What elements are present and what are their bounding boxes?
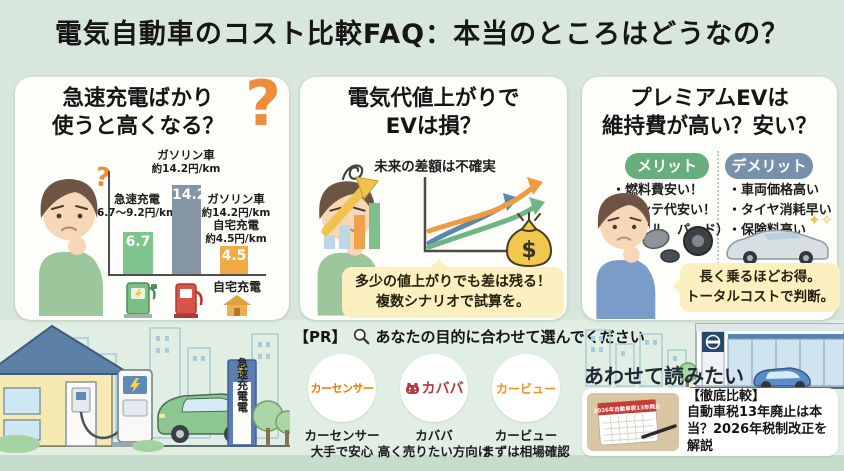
pr-service-carsensor: カーセンサー カーセンサー 大手で安心 <box>296 354 388 461</box>
panel2-title-line1: 電気代値上がりで <box>347 86 520 111</box>
dollar-sign: $ <box>521 238 536 263</box>
panel3-title: プレミアムEVは 維持費が高い？安い？ <box>582 85 837 140</box>
home-charge-footer-label: 自宅充電 <box>212 280 261 294</box>
pr-service-carview: カービュー カービュー まずは相場確認 <box>480 354 572 461</box>
ground-strip <box>0 455 844 471</box>
page-title: 電気自動車のコスト比較FAQ：本当のところはどうなの？ <box>54 19 790 50</box>
cababa-caption: カババ 高く売りたい方向け <box>377 428 491 460</box>
pr-headline: あなたの目的に合わせて選んでください <box>375 328 645 346</box>
demerit-list: ・車両価格高い ・タイヤ消耗早い ・保険料高い <box>728 181 834 241</box>
panel-premium-ev: プレミアムEVは 維持費が高い？安い？ メリット デメリット ・燃料費安い！ ・… <box>582 77 840 320</box>
wall-charger <box>65 381 119 447</box>
x-axis <box>108 274 266 276</box>
cost-per-km-bar-chart: ガソリン車 約14.2円/km 急速充電 6.7〜9.2円/km ガソリン車 約… <box>93 148 285 319</box>
ev-charger-icon <box>124 282 157 318</box>
panel2-title: 電気代値上がりで EVは損？ <box>300 85 567 140</box>
cababa-logo-button[interactable]: カババ <box>400 354 468 422</box>
house-illustration <box>0 324 134 447</box>
premium-ev-car-illustration <box>726 229 829 265</box>
carsensor-logo-button[interactable]: カーセンサー <box>308 354 376 422</box>
bar-gasoline: 14.2 <box>172 185 207 274</box>
confusion-squiggle-icon <box>341 164 364 181</box>
pr-tag: 【PR】 <box>294 328 347 346</box>
tree-trunk <box>686 378 689 387</box>
pr-services: カーセンサー カーセンサー 大手で安心 カ <box>290 354 578 461</box>
merit-badge: メリット <box>625 153 709 179</box>
pr-header: 【PR】 あなたの目的に合わせて選んでください <box>294 326 645 347</box>
carsensor-logo: カーセンサー <box>310 382 375 395</box>
related-section: あわせて読みたい 2026年自動車税13年廃止 <box>578 320 844 471</box>
panel1-title-line1: 急速充電ばかり <box>62 86 214 111</box>
related-article-card[interactable]: 2026年自動車税13年廃止 【徹底比較】 自動車税13年廃止は本当？202 <box>582 388 838 456</box>
sparkle-icon: ✦✧ <box>808 211 834 229</box>
panel3-advice-line1: 長く乗るほどお得。 <box>699 269 821 285</box>
demerit-badge: デメリット <box>725 153 813 179</box>
gasoline-top-label: ガソリン車 約14.2円/km <box>151 148 221 175</box>
panel3-advice-bubble: 長く乗るほどお得。 トータルコストで判断。 <box>673 263 840 313</box>
gasoline-right-label: ガソリン車 約14.2円/km <box>201 192 271 219</box>
panel3-title-line2: 維持費が高い？安い？ <box>601 113 817 139</box>
question-mark-icon: ? <box>245 67 281 140</box>
bar-home-charge: 4.5 <box>220 246 248 274</box>
rising-cost-bars-icon <box>321 176 380 249</box>
cababa-logo: カババ <box>405 378 464 398</box>
merit-item: ・燃料費安い！ <box>612 183 704 198</box>
thinking-man-blue-illustration <box>578 179 670 321</box>
pr-section: 【PR】 あなたの目的に合わせて選んでください カーセンサー カーセンサー 大手… <box>290 320 645 459</box>
article-thumbnail: 2026年自動車税13年廃止 <box>587 393 679 451</box>
demerit-item: ・タイヤ消耗早い <box>728 203 832 219</box>
merit-demerit-divider <box>717 151 719 279</box>
y-axis <box>108 171 110 274</box>
panel1-title-line2: 使うと高くなる？ <box>51 113 224 139</box>
fast-charge-sign-text: 急速充電電 <box>236 356 249 413</box>
panel-fast-charging: 急速充電ばかり 使うと高くなる？ ? ? ガソリン車 約14.2円/km 急速充… <box>15 73 289 320</box>
blue-car <box>753 367 811 390</box>
charging-station <box>112 369 158 447</box>
article-tag: 【徹底比較】 <box>687 388 766 404</box>
city-skyline-right <box>585 329 687 387</box>
dealership-scene <box>585 323 844 390</box>
panel2-advice-line1: 多少の値上がりでも差は残る！ <box>355 274 551 290</box>
search-icon <box>353 328 369 345</box>
panel3-title-line1: プレミアムEVは <box>630 86 789 111</box>
carview-caption: カービュー まずは相場確認 <box>482 428 570 460</box>
pr-service-cababa: カババ カババ 高く売りたい方向け <box>378 354 490 461</box>
article-text: 【徹底比較】 自動車税13年廃止は本当？2026年税制改正を解説 <box>679 389 833 456</box>
related-heading: あわせて読みたい <box>584 364 744 388</box>
skyline-windows-right <box>591 336 677 361</box>
carview-logo-button[interactable]: カービュー <box>492 354 560 422</box>
calendar-illustration: 2026年自動車税13年廃止 <box>593 399 677 446</box>
panel2-advice-bubble: 多少の値上がりでも差は残る！ 複数シナリオで試算を。 <box>342 259 564 318</box>
panel2-advice-line2: 複数シナリオで試算を。 <box>376 294 530 311</box>
house-icon <box>223 295 251 316</box>
money-bag-icon: $ <box>505 212 553 268</box>
home-charging-scene: 急速充電電 <box>0 320 299 455</box>
article-title: 自動車税13年廃止は本当？2026年税制改正を解説 <box>687 405 828 454</box>
brake-pads-tire-icon <box>642 226 713 263</box>
home-charge-label: 自宅充電 約4.5円/km <box>205 218 267 245</box>
fast-charge-pillar: 急速充電電 <box>227 356 257 447</box>
carsensor-caption: カーセンサー 大手で安心 <box>304 428 380 460</box>
panel1-title: 急速充電ばかり 使うと高くなる？ <box>1 85 275 140</box>
panel3-advice-line2: トータルコストで判断。 <box>685 288 835 305</box>
pen-illustration <box>641 424 677 439</box>
bar-fast-charge: 6.7 <box>123 232 153 274</box>
panel-electricity-price: 電気代値上がりで EVは損？ 未来の差額は不確実 <box>300 77 567 320</box>
hippo-icon <box>405 382 419 394</box>
fuel-pump-icon <box>174 283 203 318</box>
fast-charge-label: 急速充電 6.7〜9.2円/km <box>97 192 177 219</box>
demerit-item: ・車両価格高い <box>728 183 820 198</box>
panel2-title-line2: EVは損？ <box>385 113 482 139</box>
uncertainty-caption: 未来の差額は不確実 <box>374 159 496 175</box>
carview-logo: カービュー <box>495 381 556 396</box>
trees-and-bushes <box>0 400 299 453</box>
scenario-line-chart <box>423 177 545 253</box>
